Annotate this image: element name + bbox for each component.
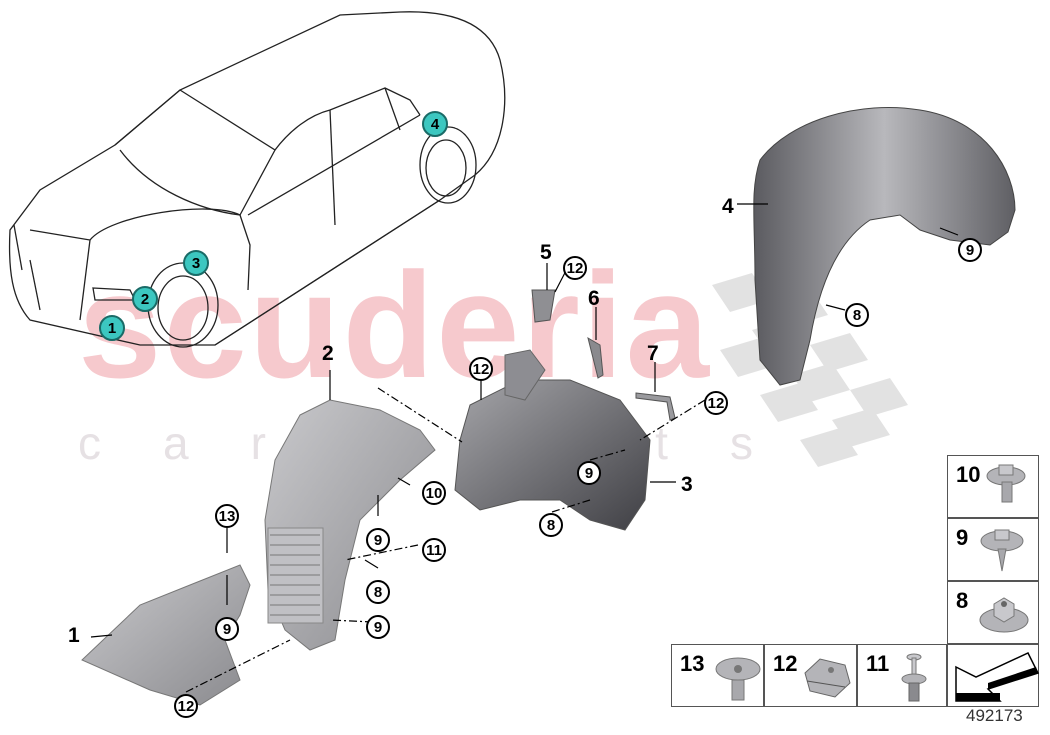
callout-12[interactable]: 12 [704, 391, 728, 415]
callout-9[interactable]: 9 [366, 615, 390, 639]
callout-8[interactable]: 8 [845, 303, 869, 327]
legend-item-10[interactable]: 10 [947, 455, 1039, 518]
diagram-id: 492173 [966, 706, 1023, 725]
callout-12[interactable]: 12 [174, 694, 198, 718]
callout-9[interactable]: 9 [958, 238, 982, 262]
hex-collar-screw-icon [986, 464, 1026, 503]
car-marker-1[interactable]: 1 [99, 315, 125, 341]
legend-item-11[interactable]: 11 [857, 644, 947, 707]
legend-item-8[interactable]: 8 [947, 581, 1039, 644]
part-label-7[interactable]: 7 [647, 342, 659, 365]
plastic-rivet-icon [901, 653, 927, 702]
watermark-main: scuderia [78, 241, 711, 409]
part-label-1[interactable]: 1 [68, 624, 80, 647]
legend-item-9[interactable]: 9 [947, 518, 1039, 581]
callout-8[interactable]: 8 [539, 513, 563, 537]
arrow-down-left-icon [955, 652, 1040, 702]
callout-9[interactable]: 9 [366, 528, 390, 552]
legend-item-12[interactable]: 12 [764, 644, 857, 707]
part-label-2[interactable]: 2 [322, 342, 334, 365]
callout-10[interactable]: 10 [422, 481, 446, 505]
part-label-6[interactable]: 6 [588, 287, 600, 310]
car-marker-3[interactable]: 3 [183, 250, 209, 276]
expanding-rivet-icon [715, 657, 761, 701]
callout-9[interactable]: 9 [577, 461, 601, 485]
nav-arrow-box[interactable] [947, 644, 1040, 707]
legend-item-13[interactable]: 13 [671, 644, 764, 707]
speed-clip-nut-icon [804, 658, 851, 698]
car-marker-4[interactable]: 4 [422, 111, 448, 137]
part-label-3[interactable]: 3 [681, 473, 693, 496]
callout-9[interactable]: 9 [215, 617, 239, 641]
callout-11[interactable]: 11 [422, 538, 446, 562]
flange-nut-icon [979, 597, 1029, 633]
callout-12[interactable]: 12 [563, 256, 587, 280]
part-label-5[interactable]: 5 [540, 241, 552, 264]
self-tapping-screw-icon [980, 529, 1024, 572]
callout-12[interactable]: 12 [469, 357, 493, 381]
callout-13[interactable]: 13 [215, 504, 239, 528]
car-marker-2[interactable]: 2 [132, 286, 158, 312]
callout-8[interactable]: 8 [366, 580, 390, 604]
part-label-4[interactable]: 4 [722, 195, 734, 218]
